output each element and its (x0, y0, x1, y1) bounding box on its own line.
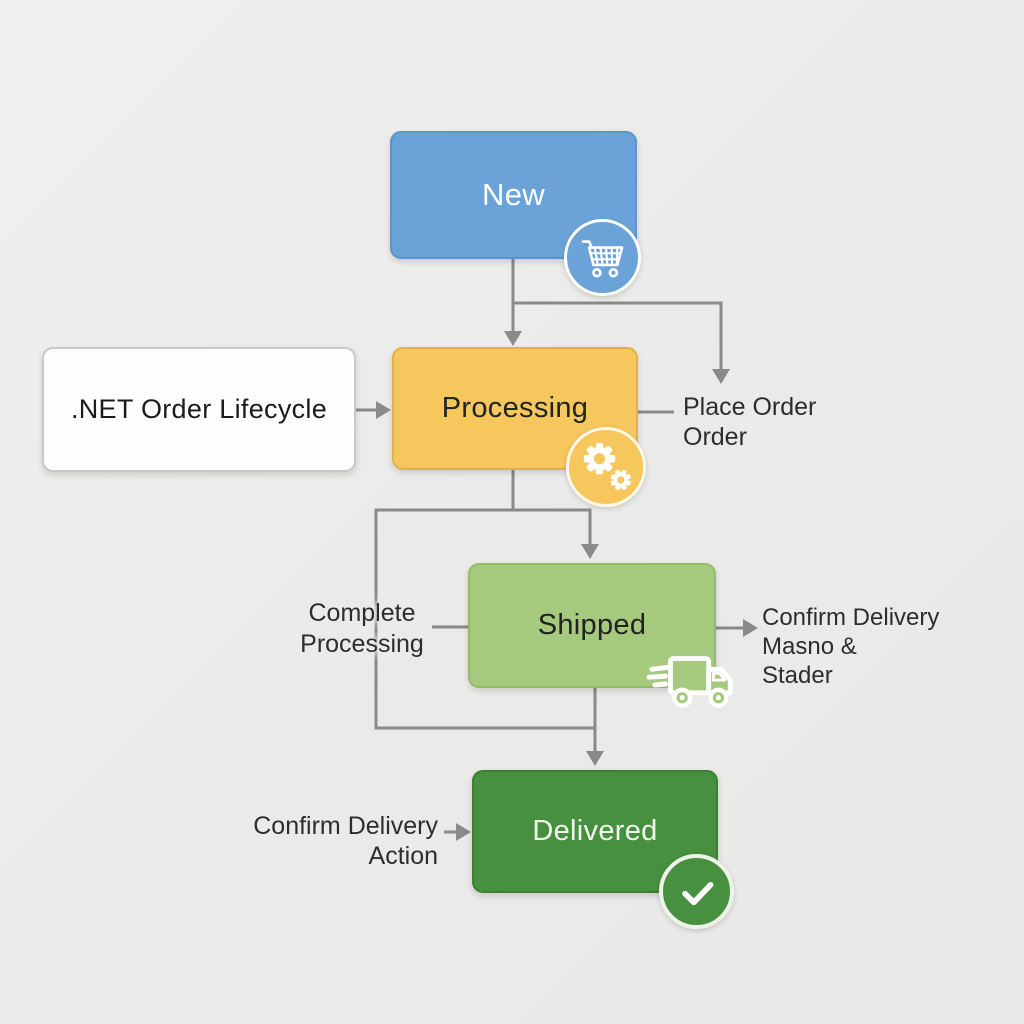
arrow-shipped-to-confirm-delivery (716, 619, 758, 637)
annotation-complete-processing: Complete Processing (262, 598, 462, 660)
state-label-new: New (482, 177, 545, 212)
diagram-title-box: .NET Order Lifecycle (42, 347, 356, 472)
arrow-shipped-to-delivered (586, 688, 604, 766)
annotation-line: Order (683, 423, 747, 451)
delivery-truck-icon (646, 650, 740, 718)
annotation-confirm-delivery-action: Confirm Delivery Action (238, 811, 438, 871)
arrow-processing-to-shipped (374, 470, 599, 559)
arrow-new-to-processing (504, 259, 522, 346)
annotation-line: Masno & (762, 633, 857, 660)
connector-processing-branch-down (374, 508, 597, 730)
gears-icon (566, 427, 646, 507)
arrow-title-to-processing (356, 401, 391, 419)
state-label-processing: Processing (441, 392, 589, 424)
shopping-cart-icon (564, 219, 641, 296)
annotation-line: Confirm Delivery (253, 812, 438, 840)
annotation-place-order: Place Order Order (683, 392, 816, 452)
annotation-confirm-delivery-shipped: Confirm Delivery Masno & Stader (762, 603, 939, 690)
checkmark-icon (659, 854, 734, 929)
annotation-line: Complete (308, 599, 416, 627)
state-label-shipped: Shipped (537, 609, 647, 641)
arrow-new-branch-to-place-order (511, 301, 730, 384)
diagram-title: .NET Order Lifecycle (70, 394, 328, 424)
arrow-confirm-action-to-delivered (444, 823, 471, 841)
annotation-line: Confirm Delivery (762, 604, 940, 631)
state-label-delivered: Delivered (532, 815, 658, 847)
annotation-line: Place Order (683, 393, 817, 421)
annotation-line: Stader (762, 662, 833, 689)
annotation-line: Processing (300, 630, 424, 658)
annotation-line: Action (368, 842, 438, 870)
